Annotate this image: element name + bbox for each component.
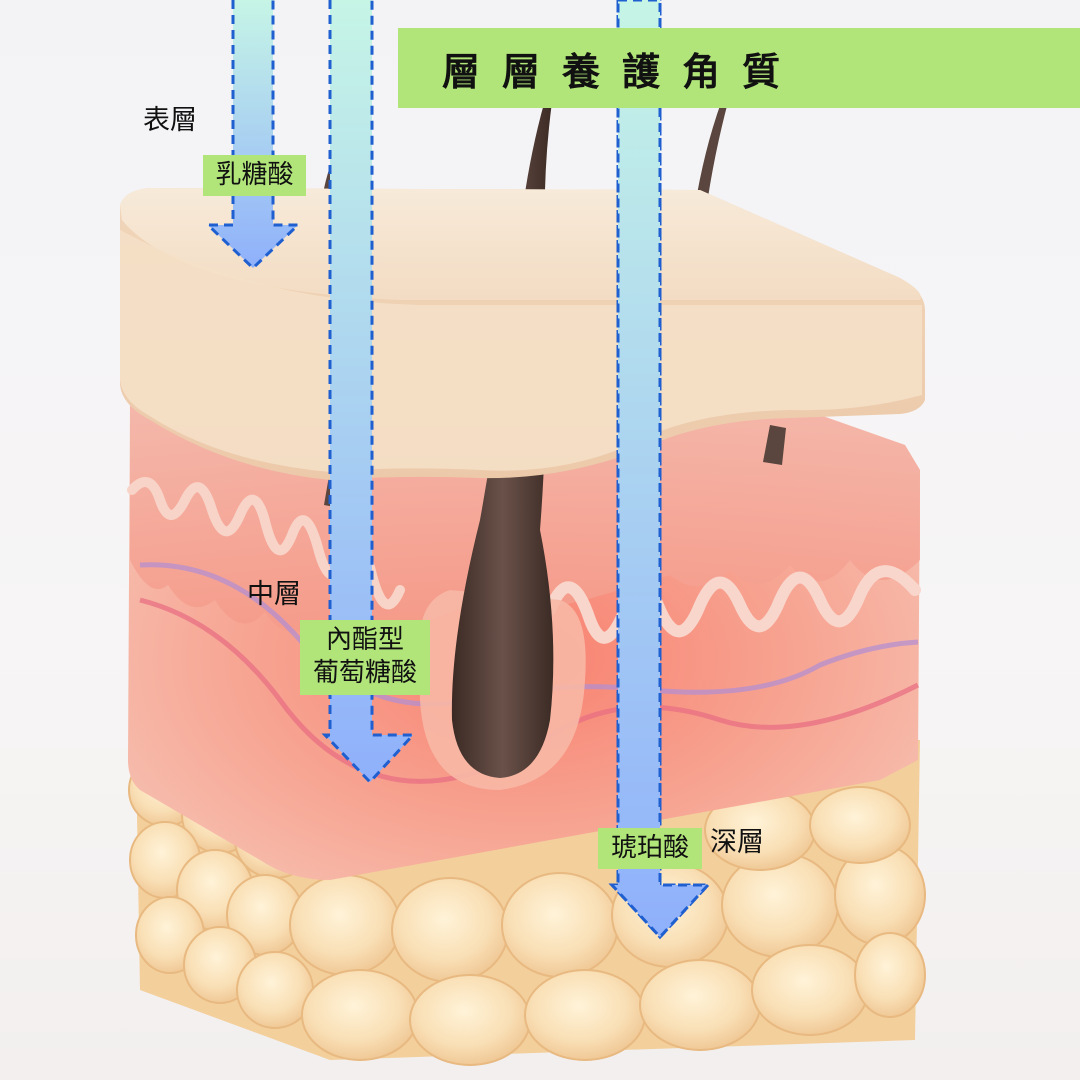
label-middle-layer: 中層 (247, 579, 301, 610)
epidermis-layer (120, 188, 925, 480)
page-title: 層層養護角質 (442, 49, 803, 94)
tag-gluconolactone: 內酯型 葡萄糖酸 (300, 620, 430, 695)
arrow-lactic (204, 0, 302, 271)
label-surface-layer: 表層 (143, 105, 197, 136)
arrow-gluconolactone (321, 0, 417, 785)
tag-gluconolactone-line1: 內酯型 (325, 625, 404, 655)
tag-succinic-acid: 琥珀酸 (598, 828, 702, 870)
label-deep-layer: 深層 (710, 827, 764, 858)
arrow-succinic (608, 0, 712, 940)
tag-gluconolactone-line2: 葡萄糖酸 (312, 658, 417, 689)
tag-lactobionic-acid: 乳糖酸 (203, 155, 306, 197)
title-banner: 層層養護角質 (398, 28, 1080, 108)
